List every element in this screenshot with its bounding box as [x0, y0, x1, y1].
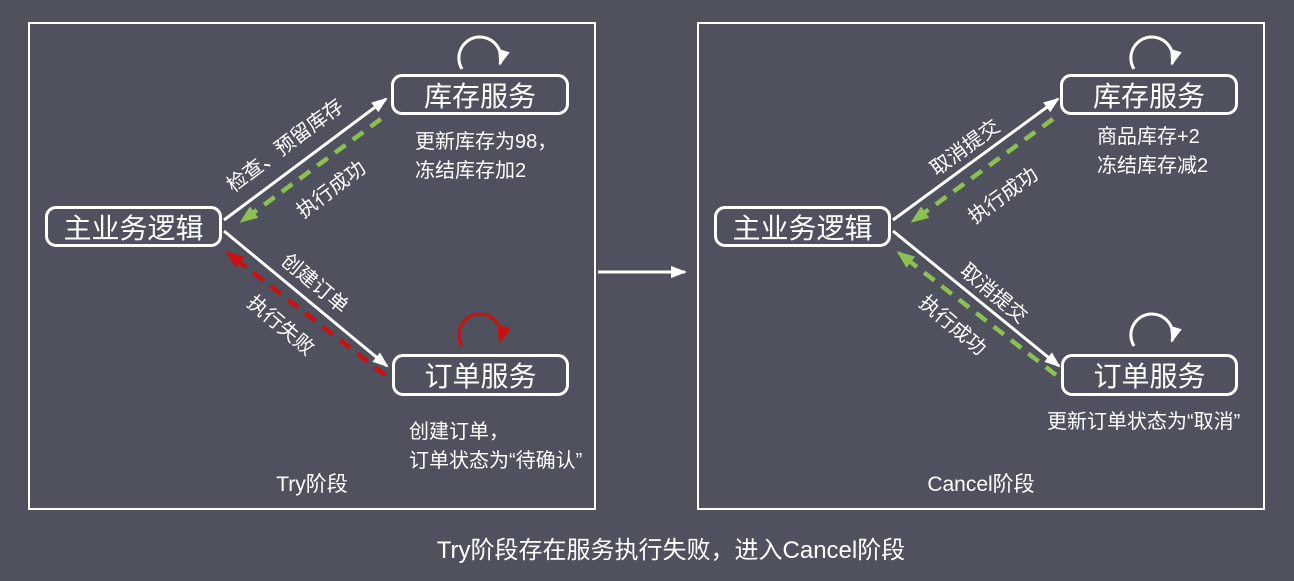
try-inventory-success-arrow	[239, 117, 383, 223]
main-business-label: 主业务逻辑	[732, 212, 873, 244]
try-phase-title: Try阶段	[276, 473, 348, 496]
order-self-loop-arrow-failed	[457, 312, 511, 347]
cancel-arrows-layer	[892, 35, 1182, 377]
inventory-service-node: 库存服务	[1060, 74, 1238, 115]
cancel-order-success-arrow	[896, 251, 1058, 377]
main-business-node: 主业务逻辑	[45, 206, 222, 247]
inventory-note: 更新库存为98， 冻结库存加2	[415, 131, 558, 182]
try-arrows-layer	[223, 35, 511, 377]
cancel-inventory-success-arrow	[910, 117, 1055, 223]
inventory-note: 商品库存+2 冻结库存减2	[1097, 126, 1209, 177]
main-business-node: 主业务逻辑	[714, 206, 891, 247]
order-service-label: 订单服务	[1093, 361, 1206, 392]
inventory-service-label: 库存服务	[1092, 80, 1205, 112]
try-phase-panel: 主业务逻辑 库存服务 订单服务 检查、预留库存 执行成功 创建订单 执行失败 更…	[28, 22, 596, 510]
caption-text: Try阶段存在服务执行失败，进入Cancel阶段	[436, 537, 906, 564]
cancel-request-inventory-arrow	[892, 97, 1060, 222]
inventory-service-label: 库存服务	[423, 80, 536, 112]
order-self-loop-arrow	[1129, 312, 1182, 347]
try-request-order-arrow	[223, 229, 389, 368]
phase-transition-arrow	[593, 254, 703, 290]
inventory-self-loop-arrow	[1129, 35, 1182, 70]
cancel-request-order-arrow	[892, 229, 1061, 368]
order-service-label: 订单服务	[424, 361, 537, 392]
inventory-self-loop-arrow	[457, 35, 510, 70]
inventory-service-node: 库存服务	[391, 74, 569, 115]
try-request-inventory-arrow	[223, 97, 388, 222]
transition-arrow-icon	[598, 266, 687, 278]
main-business-label: 主业务逻辑	[63, 212, 204, 244]
order-note: 更新订单状态为“取消”	[1047, 411, 1241, 433]
order-service-node: 订单服务	[392, 354, 569, 396]
cancel-phase-panel: 主业务逻辑 库存服务 订单服务 取消提交 执行成功 取消提交 执行成功 商品库存…	[697, 22, 1265, 510]
order-service-node: 订单服务	[1061, 354, 1238, 396]
try-order-fail-arrow	[225, 251, 387, 377]
cancel-phase-title: Cancel阶段	[927, 473, 1035, 496]
order-note: 创建订单， 订单状态为“待确认”	[409, 421, 583, 472]
